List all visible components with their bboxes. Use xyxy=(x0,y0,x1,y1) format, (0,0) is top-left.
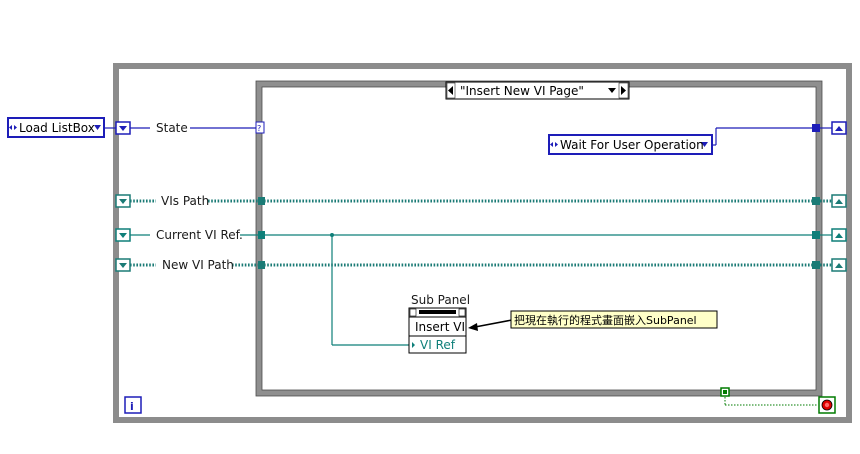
shift-register-current-vi-ref-left[interactable] xyxy=(115,228,131,242)
state-wire-label: State xyxy=(156,121,188,135)
svg-text:i: i xyxy=(130,400,134,413)
chevron-down-icon xyxy=(701,142,708,147)
arrow-head-icon xyxy=(468,323,478,331)
enum-decrement-icon xyxy=(9,125,12,130)
comment-arrow xyxy=(468,319,513,331)
wait-for-user-operation-label: Wait For User Operation xyxy=(560,138,704,152)
current-vi-ref-wire-label: Current VI Ref. xyxy=(156,228,243,242)
case-selector[interactable]: "Insert New VI Page" xyxy=(445,81,630,100)
stop-icon-highlight xyxy=(824,402,830,408)
current-vi-ref-tunnel-in[interactable] xyxy=(258,231,265,239)
case-prev-arrow-icon[interactable] xyxy=(448,86,453,95)
comment-label[interactable]: 把現在執行的程式畫面嵌入SubPanel xyxy=(510,310,718,329)
stop-boolean-wire[interactable] xyxy=(724,394,818,406)
shift-register-state-right[interactable] xyxy=(831,121,847,135)
iteration-terminal[interactable]: i xyxy=(124,396,142,414)
wait-for-user-operation-enum[interactable]: Wait For User Operation xyxy=(548,134,713,155)
load-listbox-enum[interactable]: Load ListBox xyxy=(7,117,105,138)
case-next-arrow-icon[interactable] xyxy=(621,86,626,95)
new-vi-path-tunnel-in[interactable] xyxy=(258,261,265,269)
while-loop[interactable] xyxy=(113,63,852,423)
shift-register-new-vi-path-right[interactable] xyxy=(831,258,847,272)
wire-junction xyxy=(330,233,334,237)
boolean-tunnel-dot xyxy=(723,390,727,394)
vis-path-wire-label: VIs Path xyxy=(161,194,209,208)
current-vi-ref-tunnel-out[interactable] xyxy=(812,231,820,239)
subpanel-node-label: Sub Panel xyxy=(411,293,470,307)
input-arrow-icon xyxy=(412,342,415,348)
vis-path-tunnel-in[interactable] xyxy=(258,197,265,205)
case-selector-label: "Insert New VI Page" xyxy=(460,84,584,98)
new-vi-path-tunnel-out[interactable] xyxy=(812,261,820,269)
current-vi-ref-wire[interactable] xyxy=(130,233,832,346)
enum-increment-icon xyxy=(555,142,558,147)
insert-vi-method: Insert VI xyxy=(415,320,465,334)
case-selector-terminal[interactable]: ? xyxy=(255,121,265,134)
loop-condition-terminal[interactable] xyxy=(818,396,836,414)
enum-decrement-icon xyxy=(550,142,553,147)
svg-text:?: ? xyxy=(257,124,261,133)
new-vi-path-wire-label: New VI Path xyxy=(162,258,234,272)
chevron-down-icon xyxy=(94,125,101,130)
case-dropdown-arrow-icon[interactable] xyxy=(608,88,616,93)
shift-register-new-vi-path-left[interactable] xyxy=(115,258,131,272)
shift-register-vis-path-left[interactable] xyxy=(115,194,131,208)
shift-register-current-vi-ref-right[interactable] xyxy=(831,228,847,242)
shift-register-vis-path-right[interactable] xyxy=(831,194,847,208)
subpanel-invoke-node[interactable]: Insert VI VI Ref xyxy=(408,307,467,354)
shift-register-state-left[interactable] xyxy=(115,121,131,135)
vi-ref-input: VI Ref xyxy=(420,338,456,352)
svg-text:把現在執行的程式畫面嵌入SubPanel: 把現在執行的程式畫面嵌入SubPanel xyxy=(514,313,697,327)
enum-increment-icon xyxy=(14,125,17,130)
load-listbox-label: Load ListBox xyxy=(19,121,95,135)
state-tunnel[interactable] xyxy=(812,124,820,132)
state-wire[interactable] xyxy=(104,127,832,146)
subpanel-refnum-icon xyxy=(419,310,456,314)
vis-path-tunnel-out[interactable] xyxy=(812,197,820,205)
